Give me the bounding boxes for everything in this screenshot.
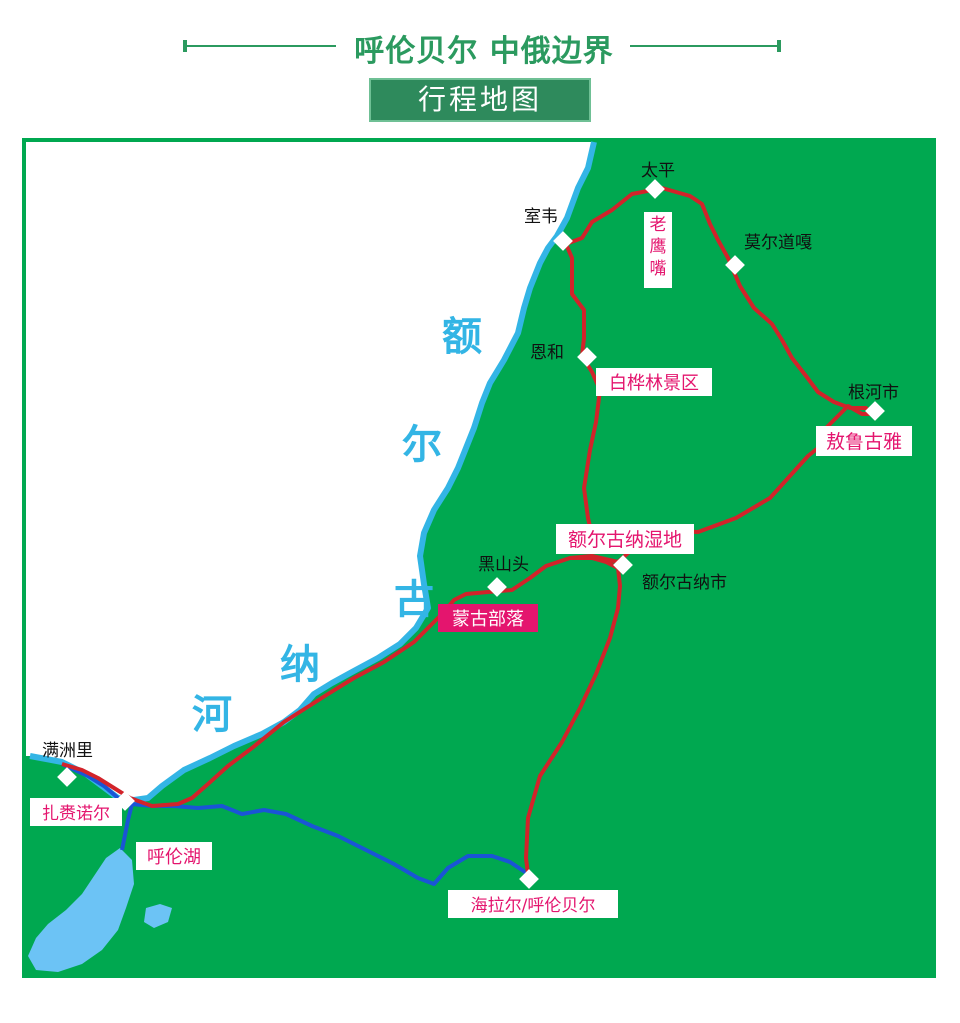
page-title: 呼伦贝尔 中俄边界 [354, 34, 614, 69]
town-genhe: 根河市 [848, 383, 899, 403]
attraction-zhalainuoer: 扎赉诺尔 [30, 798, 122, 826]
town-enhe: 恩和 [530, 343, 564, 363]
svg-text:海拉尔/呼伦贝尔: 海拉尔/呼伦贝尔 [471, 896, 596, 916]
marker-heishantou [487, 577, 507, 597]
svg-text:白桦林景区: 白桦林景区 [609, 373, 699, 394]
marker-enhe [577, 347, 597, 367]
lake-label: 呼伦湖 [136, 842, 212, 870]
attraction-aolugouya: 敖鲁古雅 [816, 426, 912, 456]
itinerary-map: 额 尔 古 纳 河 太平 室韦 莫尔道嘎 恩和 根河市 黑山头 额尔古纳市 满洲… [22, 138, 936, 978]
svg-text:老: 老 [650, 215, 667, 235]
town-labels: 太平 室韦 莫尔道嘎 恩和 根河市 黑山头 额尔古纳市 满洲里 [42, 161, 899, 761]
svg-text:额尔古纳湿地: 额尔古纳湿地 [568, 529, 682, 551]
erguna-river [29, 141, 597, 803]
title-line-cap-right [777, 40, 781, 52]
river-label: 额 尔 古 纳 河 [192, 314, 482, 738]
river-label-char-4: 纳 [280, 642, 320, 688]
river-label-char-3: 古 [394, 577, 434, 623]
svg-text:嘴: 嘴 [650, 259, 667, 279]
town-erguna-city: 额尔古纳市 [642, 573, 727, 593]
attraction-erguna-wetland: 额尔古纳湿地 [556, 524, 694, 554]
town-heishantou: 黑山头 [478, 555, 529, 575]
town-manzhouli: 满洲里 [42, 741, 93, 761]
town-moerdaoga: 莫尔道嘎 [744, 233, 812, 253]
attraction-baihualin: 白桦林景区 [596, 368, 712, 396]
attraction-hailaer: 海拉尔/呼伦贝尔 [448, 890, 618, 918]
hulun-lake [28, 848, 134, 972]
title-row: 呼伦贝尔 中俄边界 [0, 22, 960, 70]
marker-genhe [865, 401, 885, 421]
attraction-menggu-buluo: 蒙古部落 [438, 604, 538, 632]
town-taiping: 太平 [641, 161, 675, 181]
page-subtitle: 行程地图 [369, 78, 591, 122]
river-label-char-5: 河 [192, 692, 232, 738]
svg-text:鹰: 鹰 [650, 237, 667, 257]
town-shiwei: 室韦 [524, 207, 558, 227]
title-line-right [630, 45, 780, 47]
red-route [61, 556, 622, 875]
svg-text:蒙古部落: 蒙古部落 [452, 609, 524, 630]
foreign-territory [26, 142, 594, 800]
page-header: 呼伦贝尔 中俄边界 行程地图 [0, 0, 960, 135]
svg-text:敖鲁古雅: 敖鲁古雅 [826, 431, 902, 453]
attraction-laoyingzui: 老 鹰 嘴 [644, 212, 672, 288]
river-label-char-1: 额 [442, 314, 482, 360]
hulun-lake-islet [144, 904, 172, 928]
title-line-left [186, 45, 336, 47]
river-label-char-2: 尔 [402, 422, 442, 468]
svg-text:扎赉诺尔: 扎赉诺尔 [42, 804, 110, 824]
svg-text:呼伦湖: 呼伦湖 [147, 847, 201, 868]
title-line-cap-left [183, 40, 187, 52]
